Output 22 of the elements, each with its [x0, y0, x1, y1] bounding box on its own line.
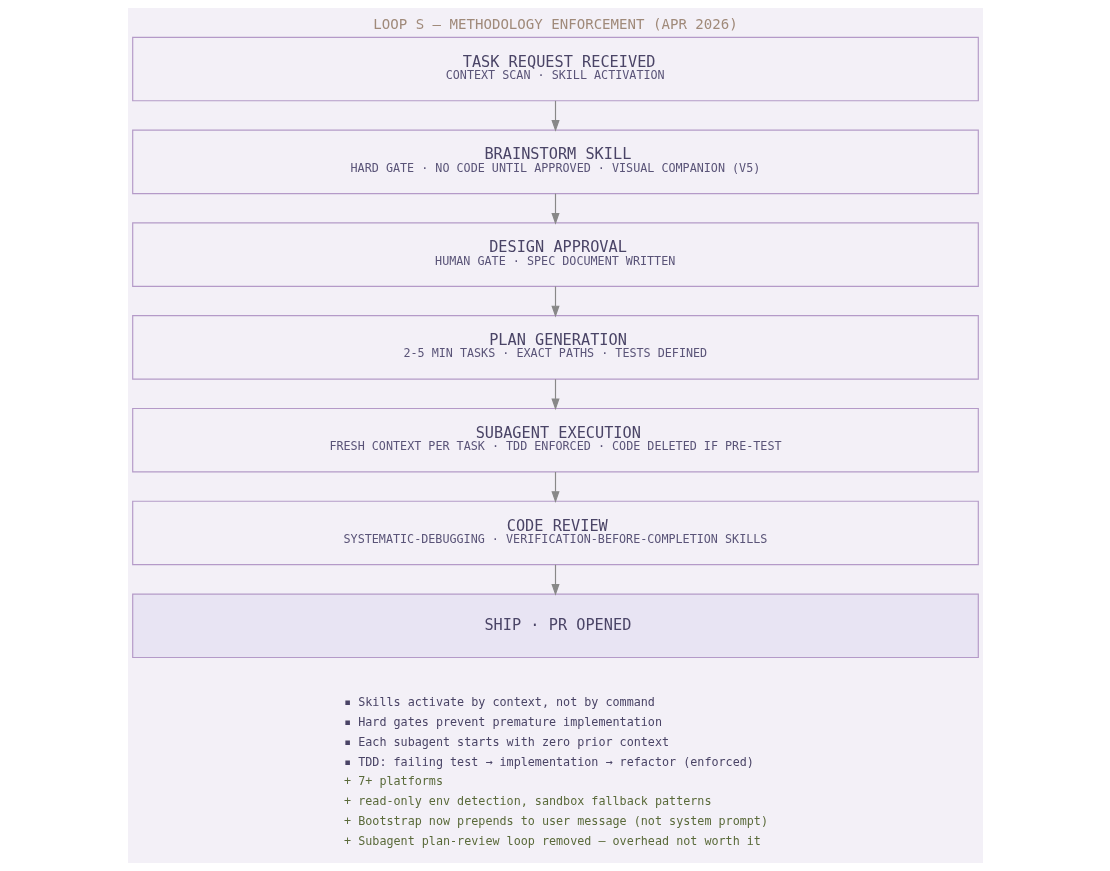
- node-box: BRAINSTORM SKILL HARD GATE · NO CODE UNTIL APPROVED · VISUAL COMPANION (V5): [131, 129, 979, 195]
- node-box: SUBAGENT EXECUTION FRESH CONTEXT PER TASK · TDD ENFORCED · CODE DELETED IF PRE-TEST: [131, 407, 979, 473]
- label: ▪ Skills activate by context, not by command: [343, 694, 655, 709]
- label: ▪ Hard gates prevent premature implementation: [343, 714, 662, 729]
- arrow: [550, 564, 560, 596]
- label: + 7+ platforms: [343, 774, 443, 789]
- arrow: [550, 378, 560, 411]
- node-box: SHIP · PR OPENED: [131, 593, 979, 659]
- label: + read-only env detection, sandbox fallback patterns: [343, 794, 711, 809]
- arrow: [550, 285, 560, 318]
- diagram-title: LOOP S — METHODOLOGY ENFORCEMENT (APR 2026): [372, 15, 738, 32]
- node-box: DESIGN APPROVAL HUMAN GATE · SPEC DOCUMENT WRITTEN: [131, 222, 979, 287]
- label: ▪ TDD: failing test → implementation → refactor (enforced): [343, 754, 754, 769]
- label: + Subagent plan-review loop removed — overhead not worth it: [343, 834, 761, 849]
- arrow: [550, 471, 560, 503]
- node-box: TASK REQUEST RECEIVED CONTEXT SCAN · SKILL ACTIVATION: [131, 36, 979, 102]
- node-box: CODE REVIEW SYSTEMATIC-DEBUGGING · VERIFICATION-BEFORE-COMPLETION SKILLS: [131, 500, 979, 566]
- label: + Bootstrap now prepends to user message (not system prompt): [343, 814, 768, 829]
- arrow: [550, 100, 560, 132]
- arrow: [550, 193, 560, 225]
- node-box: PLAN GENERATION 2-5 MIN TASKS · EXACT PATHS · TESTS DEFINED: [131, 315, 979, 380]
- label: ▪ Each subagent starts with zero prior context: [343, 734, 669, 749]
